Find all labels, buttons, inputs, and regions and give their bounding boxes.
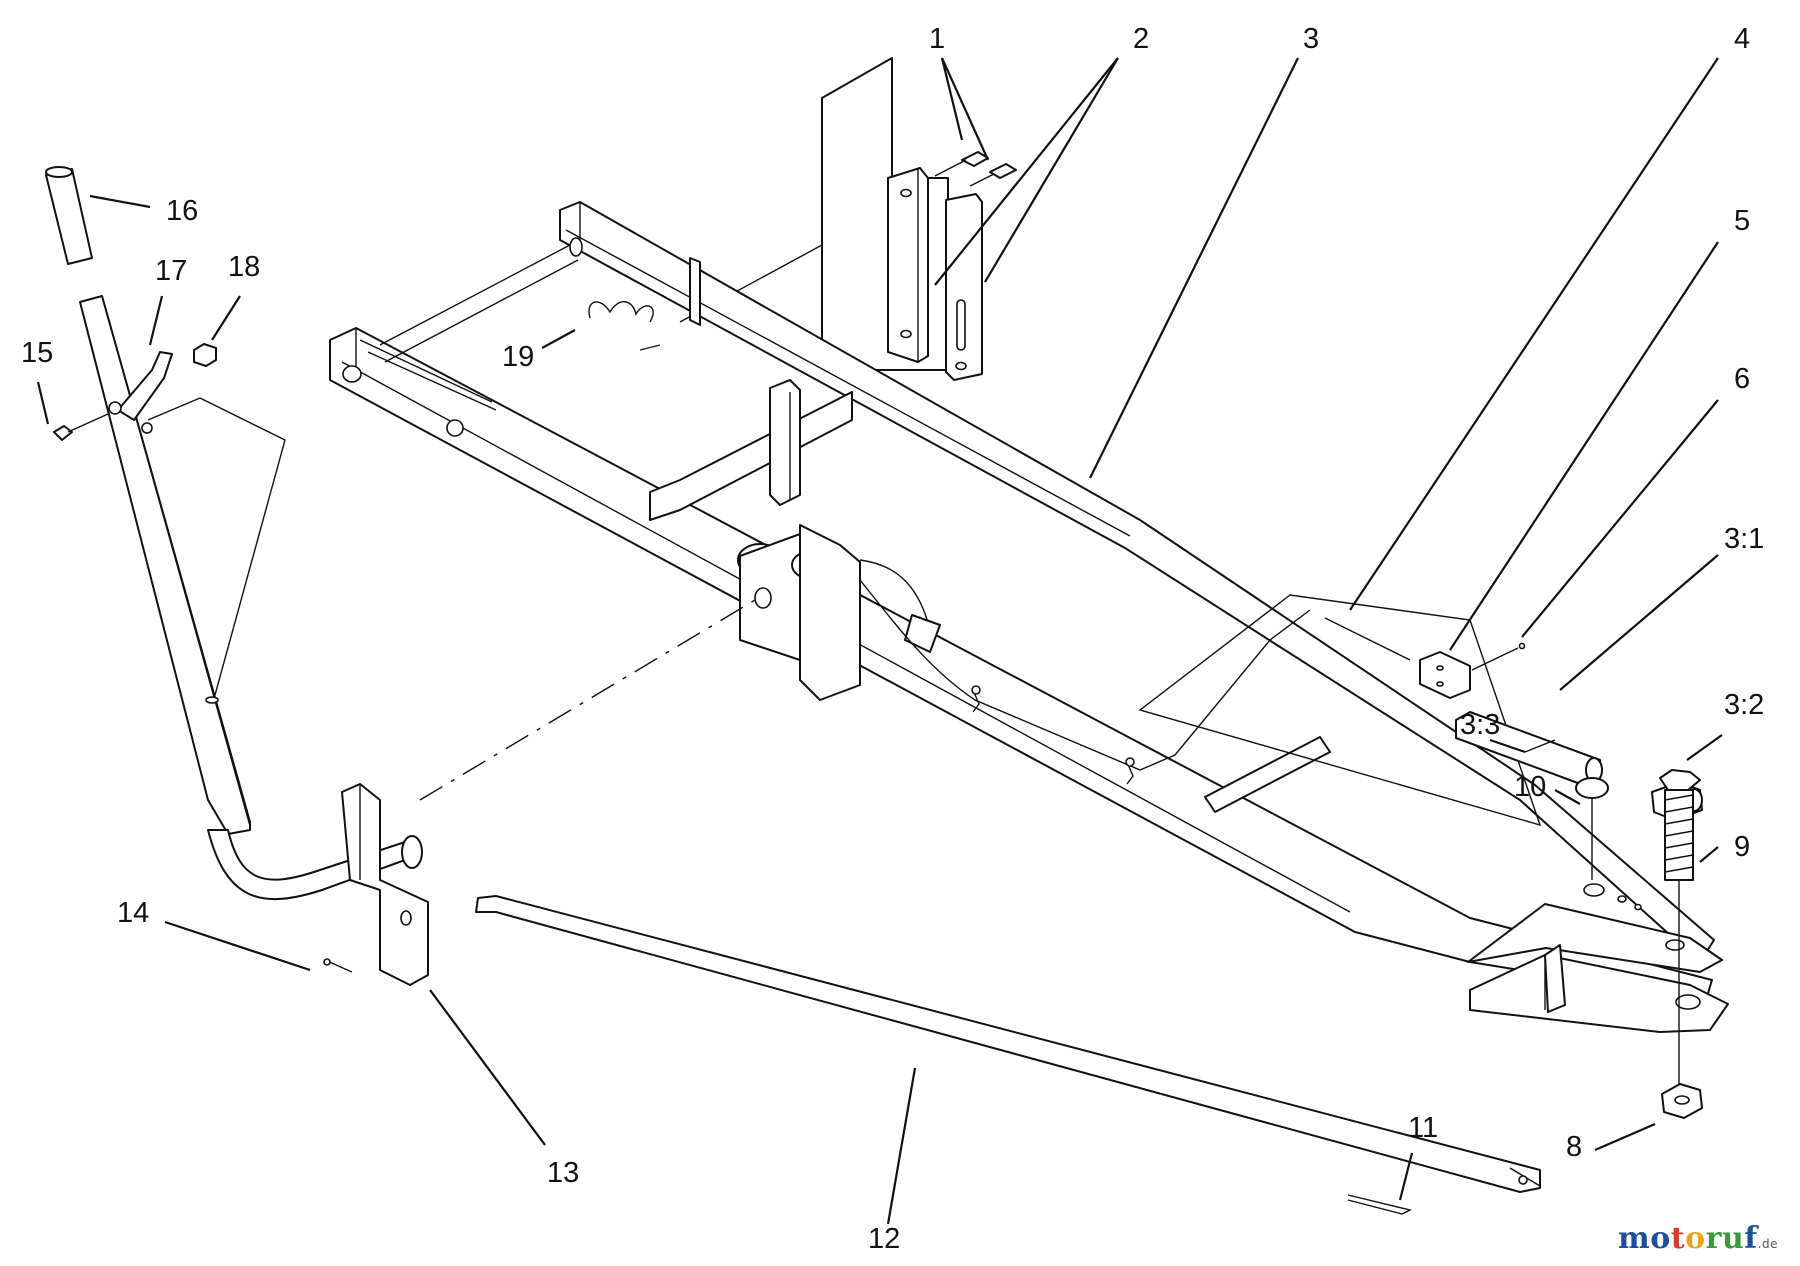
callout-8: 8 — [1566, 1131, 1582, 1163]
lift-lever — [79, 295, 423, 901]
watermark-letters: t — [1670, 1221, 1686, 1256]
callout-9: 9 — [1734, 831, 1750, 863]
hitch-bolt — [1659, 769, 1701, 1110]
watermark: motoruf.de — [1618, 1221, 1778, 1256]
lever-bracket — [341, 783, 429, 986]
callout-3-1: 3:1 — [1724, 523, 1764, 555]
callout-15: 15 — [21, 337, 53, 369]
hairpin-cotter — [588, 301, 654, 323]
callout-17: 17 — [155, 255, 187, 287]
callout-18: 18 — [228, 251, 260, 283]
watermark-tld: .de — [1757, 1237, 1778, 1251]
hitch-bracket-left — [887, 167, 929, 363]
callout-4: 4 — [1734, 23, 1750, 55]
callout-labels: 1 2 3 4 5 6 3:1 3:2 3:3 8 9 10 11 12 13 … — [21, 23, 1764, 1255]
callout-11: 11 — [1408, 1112, 1438, 1144]
leader-lines — [36, 57, 1723, 1225]
watermark-letters: ru — [1705, 1221, 1745, 1256]
callout-10: 10 — [1514, 771, 1546, 803]
callout-19: 19 — [502, 341, 534, 373]
callout-12: 12 — [868, 1223, 900, 1255]
callout-14: 14 — [117, 897, 149, 929]
tongue-frame — [329, 201, 1729, 1033]
hitch-bracket-right — [945, 193, 983, 381]
callout-2: 2 — [1133, 23, 1149, 55]
callout-5: 5 — [1734, 205, 1750, 237]
callout-3-3: 3:3 — [1460, 709, 1500, 741]
lever-bolt — [53, 413, 109, 441]
cotter-pin — [1347, 1194, 1413, 1215]
hex-nut — [1661, 1083, 1703, 1119]
watermark-letters: mo — [1618, 1221, 1671, 1256]
lever-nut — [193, 343, 217, 367]
centre-lines — [419, 344, 756, 801]
lever-latch — [108, 351, 173, 434]
connecting-rod — [475, 895, 1541, 1193]
latch-plate — [1419, 651, 1471, 699]
callout-1: 1 — [929, 23, 945, 55]
cable-assembly — [859, 579, 1311, 785]
cap — [1575, 777, 1609, 880]
callout-6: 6 — [1734, 363, 1750, 395]
handle-grip — [45, 166, 93, 265]
hairpin-clip — [1524, 739, 1556, 753]
callout-3-2: 3:2 — [1724, 689, 1764, 721]
watermark-letters: f — [1744, 1221, 1758, 1256]
callout-3: 3 — [1303, 23, 1319, 55]
callout-16: 16 — [166, 195, 198, 227]
pivot-bracket — [737, 524, 941, 701]
clevis-pin — [323, 958, 353, 973]
screw — [1471, 642, 1526, 671]
watermark-letters: o — [1685, 1221, 1706, 1256]
callout-13: 13 — [547, 1157, 579, 1189]
watermark-text: motoruf — [1618, 1221, 1758, 1256]
